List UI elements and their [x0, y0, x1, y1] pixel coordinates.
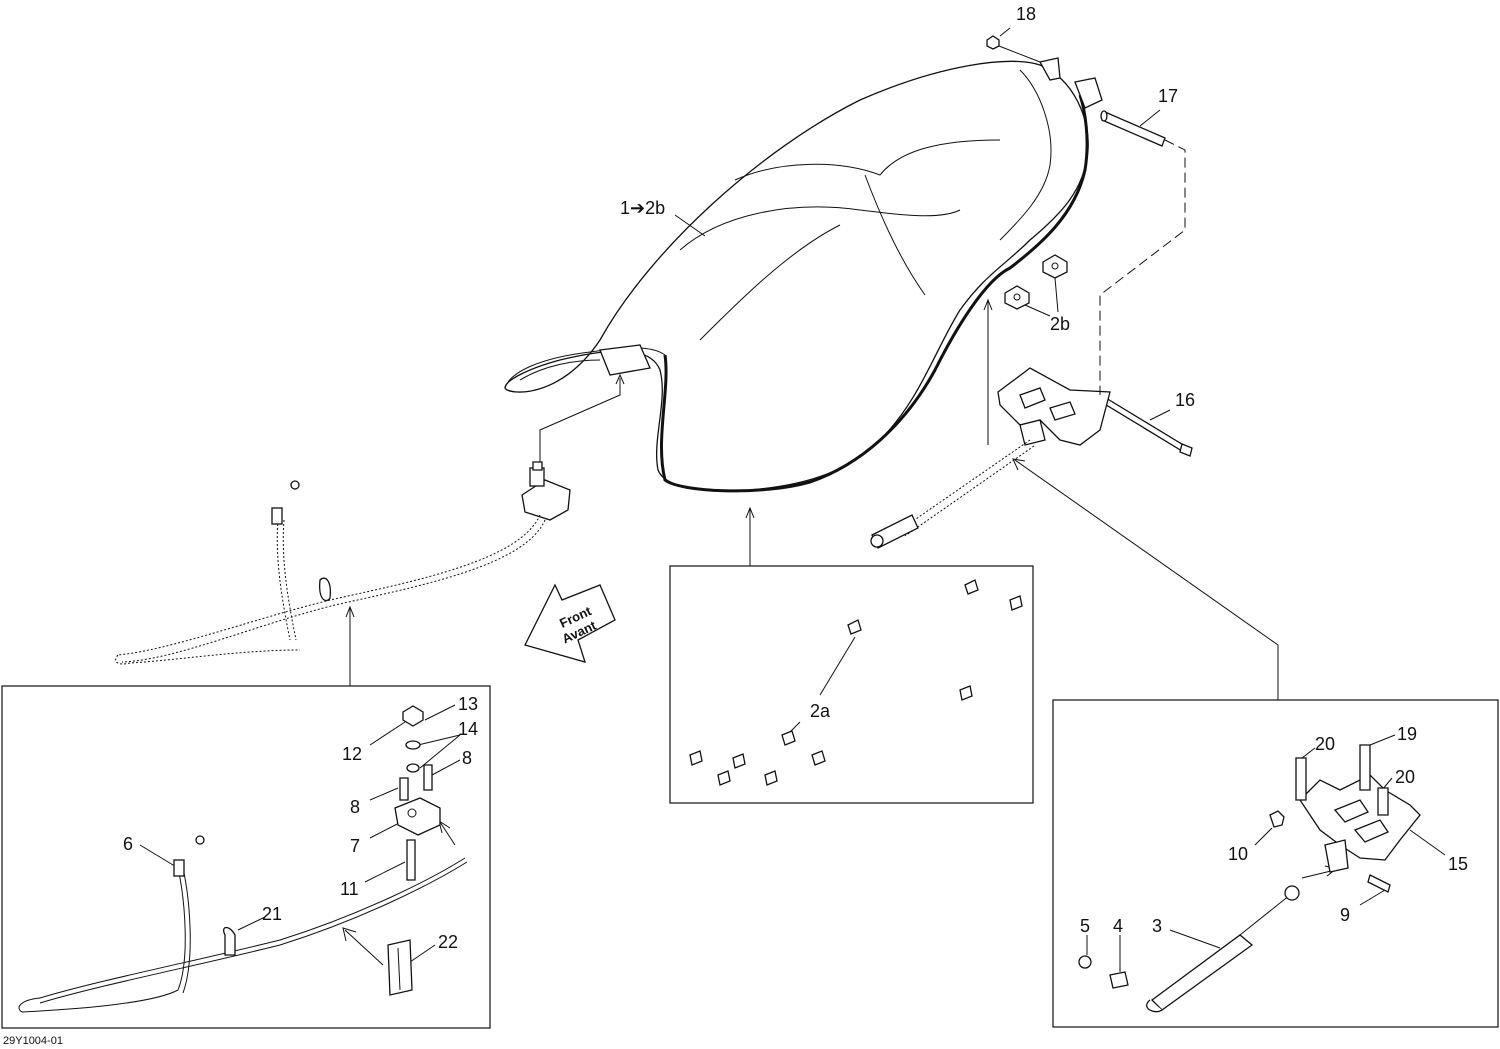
detail-box-bumpers-2a — [669, 565, 1034, 804]
callout-4: 4 — [1113, 916, 1123, 936]
pin-11[interactable] — [406, 839, 416, 881]
bolt-8[interactable] — [399, 764, 433, 801]
detail-box-support-strut — [1052, 699, 1499, 1028]
nut-5[interactable] — [1078, 955, 1092, 969]
bolt-20[interactable] — [1295, 757, 1389, 816]
callout-5: 5 — [1080, 916, 1090, 936]
bolt-9[interactable] — [1367, 874, 1391, 893]
callout-10: 10 — [1228, 844, 1248, 864]
callout-6: 6 — [123, 834, 133, 854]
callout-1-2b: 1➔2b — [620, 198, 665, 218]
callout-9: 9 — [1340, 905, 1350, 925]
gas-strut-3[interactable] — [1146, 885, 1300, 1013]
bumpers-2a[interactable] — [689, 579, 1023, 786]
callout-8-right: 8 — [462, 748, 472, 768]
diagram-code: 29Y1004-01 — [3, 1035, 63, 1047]
callout-19: 19 — [1397, 724, 1417, 744]
callout-22: 22 — [438, 932, 458, 952]
spacer-4[interactable] — [1109, 971, 1129, 989]
nut-10[interactable] — [1269, 810, 1285, 828]
callout-15: 15 — [1448, 854, 1468, 874]
cable-6[interactable] — [18, 835, 468, 1013]
pin-17[interactable] — [1100, 110, 1166, 147]
detail-box-release-cable — [1, 685, 491, 1029]
bracket-15[interactable] — [1299, 774, 1421, 873]
release-cable-top[interactable] — [115, 480, 546, 665]
callout-13: 13 — [458, 694, 478, 714]
callout-17: 17 — [1158, 86, 1178, 106]
callout-18: 18 — [1016, 4, 1036, 24]
callout-labels: 18 17 1➔2b 2b 16 13 12 14 8 8 7 11 6 21 … — [3, 4, 1468, 1047]
callout-3: 3 — [1152, 916, 1162, 936]
seat-assembly[interactable] — [504, 57, 1103, 493]
sleeve-22[interactable] — [387, 939, 413, 996]
callout-20-right: 20 — [1395, 767, 1415, 787]
bumper-2b-lower[interactable] — [1004, 285, 1030, 310]
callout-7: 7 — [350, 836, 360, 856]
gas-strut-top[interactable] — [870, 439, 1035, 549]
callout-14: 14 — [458, 719, 478, 739]
leader-lines — [139, 27, 1446, 972]
bolt-19[interactable] — [1359, 744, 1371, 791]
bumper-2b-upper[interactable] — [1042, 254, 1068, 279]
front-direction-arrow: Front Avant — [524, 583, 616, 663]
callout-20-top: 20 — [1315, 734, 1335, 754]
washer-14[interactable] — [405, 740, 421, 773]
callout-2a: 2a — [810, 701, 831, 721]
support-bracket-top[interactable] — [997, 367, 1111, 446]
latch-7[interactable] — [394, 797, 441, 836]
callout-2b: 2b — [1050, 314, 1070, 334]
callout-11: 11 — [340, 879, 359, 899]
callout-12: 12 — [342, 744, 362, 764]
nut-18[interactable] — [986, 35, 1000, 50]
callout-16: 16 — [1175, 390, 1195, 410]
latch-assembly-top[interactable] — [521, 461, 571, 521]
callout-21: 21 — [262, 904, 282, 924]
callout-8-left: 8 — [350, 797, 360, 817]
nut-13[interactable] — [402, 705, 424, 727]
clip-21[interactable] — [223, 926, 236, 956]
